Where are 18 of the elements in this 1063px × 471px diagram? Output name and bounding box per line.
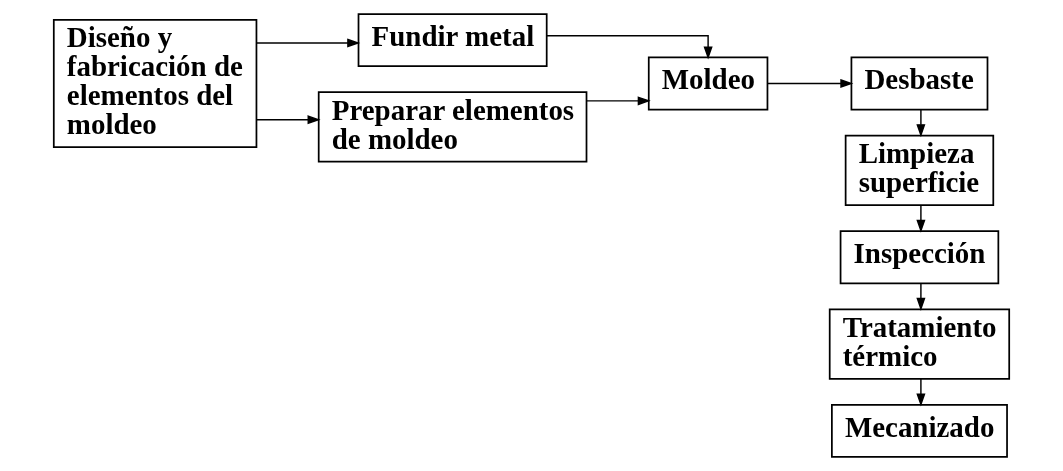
arrow [586, 96, 651, 106]
node-box: Tratamiento térmico [828, 308, 1011, 380]
node-box: Mecanizado [831, 404, 1008, 458]
node-box: Preparar elementos de moldeo [317, 91, 588, 163]
arrow [255, 38, 361, 48]
arrow [546, 35, 713, 60]
node-box: Desbaste [850, 56, 989, 111]
arrow [255, 115, 321, 125]
arrow [916, 378, 926, 407]
arrow [916, 282, 926, 311]
node-box: Limpieza superficie [844, 134, 995, 206]
node-box: Diseño y fabricación de elementos del moldeo [52, 18, 258, 149]
arrow [766, 78, 854, 89]
arrow [916, 204, 926, 233]
node-box: Moldeo [647, 56, 769, 111]
arrow [916, 108, 926, 138]
node-box: Fundir metal [357, 13, 548, 67]
node-box: Inspección [839, 230, 1000, 285]
